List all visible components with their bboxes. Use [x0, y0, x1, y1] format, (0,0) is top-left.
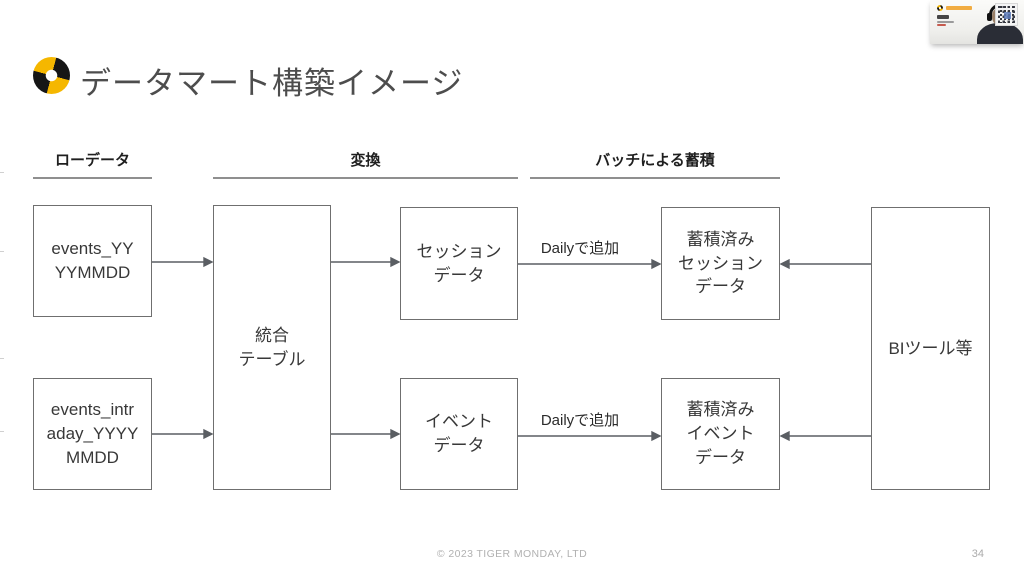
section-header-label: ローデータ [54, 152, 130, 169]
section-header-transformation: 変換 [213, 149, 518, 179]
webcam-video-tile[interactable] [930, 0, 1024, 44]
arrow-label-daily-append-top: Dailyで追加 [540, 240, 620, 257]
screen-edge-artifact [0, 251, 4, 252]
node-accumulated-event-data: 蓄積済み イベント データ [661, 378, 780, 490]
page-title: データマート構築イメージ [80, 66, 464, 101]
presenter-body [977, 23, 1023, 44]
section-header-raw-data: ローデータ [33, 149, 152, 179]
page-number: 34 [971, 548, 984, 560]
arrow-label-daily-append-bottom: Dailyで追加 [540, 412, 620, 429]
copyright-text: © 2023 TIGER MONDAY, LTD [436, 548, 588, 560]
qr-code-pattern [998, 6, 1015, 23]
brand-donut-icon [33, 57, 70, 94]
screen-edge-artifact [0, 431, 4, 432]
node-events-intraday-table: events_intr aday_YYYY MMDD [33, 378, 152, 490]
node-event-data: イベント データ [400, 378, 518, 490]
qr-code-icon [995, 3, 1018, 26]
node-session-data: セッション データ [400, 207, 518, 320]
section-header-label: 変換 [350, 152, 381, 169]
node-unified-table: 統合 テーブル [213, 205, 331, 490]
node-accumulated-session-data: 蓄積済み セッション データ [661, 207, 780, 320]
section-header-batch-accumulation: バッチによる蓄積 [530, 149, 780, 179]
node-events-daily-table: events_YY YYMMDD [33, 205, 152, 317]
headphones-icon [987, 13, 992, 21]
brand-donut-icon [937, 5, 943, 11]
screen-edge-artifact [0, 172, 4, 173]
screen-edge-artifact [0, 358, 4, 359]
webcam-accent-mark [937, 24, 946, 26]
webcam-subtitle-text [937, 21, 954, 23]
node-bi-tools: BIツール等 [871, 207, 990, 490]
section-header-label: バッチによる蓄積 [595, 152, 715, 169]
qr-code-center [1004, 12, 1011, 19]
webcam-name-text [937, 15, 949, 19]
webcam-brand-text [946, 6, 972, 10]
